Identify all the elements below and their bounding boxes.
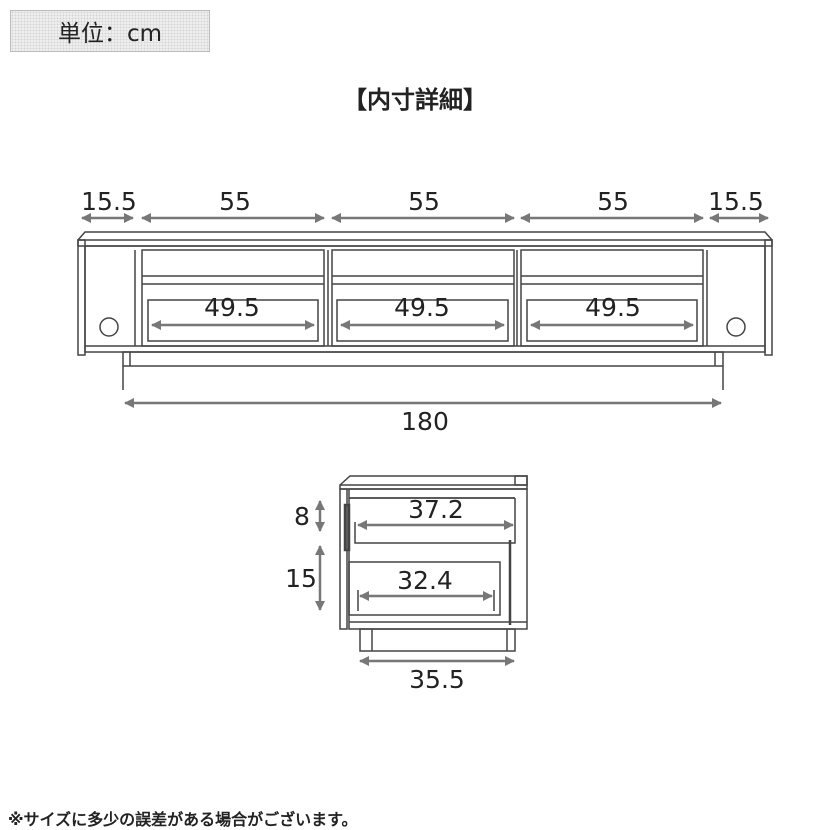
front-view [77,231,773,390]
cable-hole-icon [99,317,119,337]
drawer-dimensions: 49.5 49.5 49.5 [151,293,694,330]
drawer-2-width: 49.5 [394,293,450,322]
dim-bay-1: 55 [219,187,251,216]
dim-bay-2: 55 [408,187,440,216]
dim-bay-3: 55 [597,187,629,216]
drawer-1-width: 49.5 [204,293,260,322]
footnote: ※サイズに多少の誤差がある場合がございます。 [8,810,358,829]
total-width: 180 [401,407,449,436]
dim-left-side: 15.5 [81,187,137,216]
side-view [339,475,528,652]
cable-hole-icon [726,317,746,337]
upper-depth: 37.2 [408,495,464,524]
drawer-3-width: 49.5 [585,293,641,322]
lower-height: 15 [285,564,317,593]
unit-label: 単位：cm [10,10,210,52]
dim-right-side: 15.5 [708,187,764,216]
base-depth: 35.5 [409,665,465,694]
front-top-dimensions: 15.5 55 55 55 15.5 [81,187,769,223]
lower-depth: 32.4 [397,566,453,595]
upper-height: 8 [294,502,310,531]
page-title: 【内寸詳細】 [343,86,487,114]
